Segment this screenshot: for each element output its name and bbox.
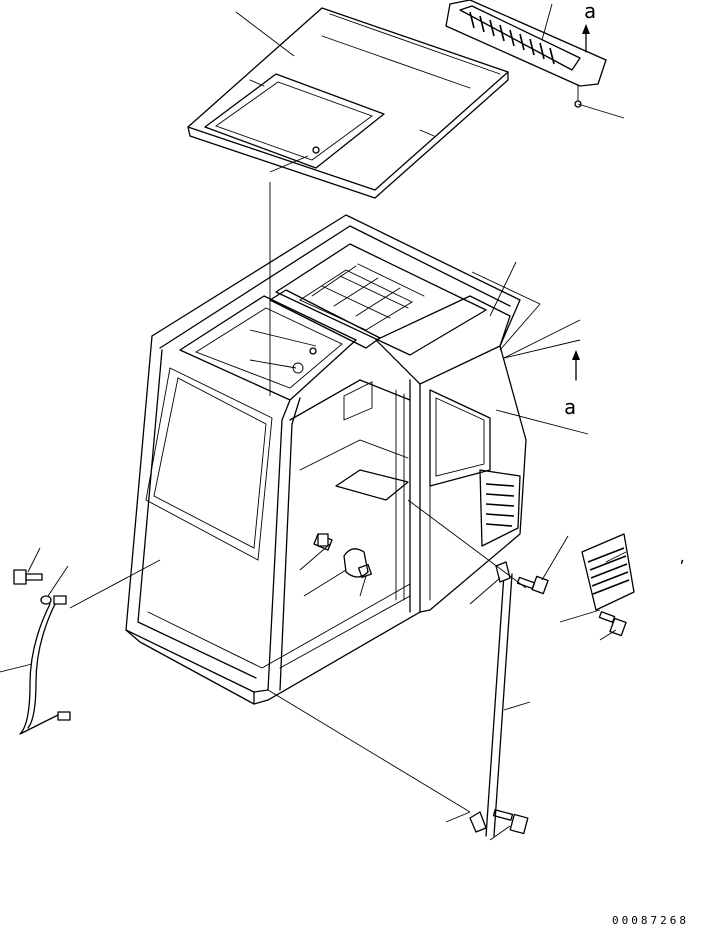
bolt-floor bbox=[317, 533, 329, 547]
top-vent-cover bbox=[445, 0, 607, 108]
roof-panel bbox=[187, 7, 509, 199]
cab-frame bbox=[125, 214, 527, 705]
stay-rod-left bbox=[19, 595, 71, 735]
side-grille-cover bbox=[581, 533, 635, 611]
bolt-bottom bbox=[492, 809, 529, 835]
leader-lines bbox=[0, 3, 627, 841]
drawing-number: 00087268 bbox=[612, 914, 689, 927]
stray-mark: , bbox=[678, 550, 686, 566]
view-label-upper: a bbox=[584, 0, 596, 23]
bolt-right-1 bbox=[516, 575, 549, 595]
stay-rod-right bbox=[469, 561, 513, 837]
bolt-left bbox=[13, 569, 43, 585]
view-arrow-lower bbox=[572, 350, 580, 381]
view-label-lower: a bbox=[564, 395, 576, 419]
washer-left bbox=[40, 595, 52, 605]
view-arrow-upper bbox=[582, 24, 590, 53]
